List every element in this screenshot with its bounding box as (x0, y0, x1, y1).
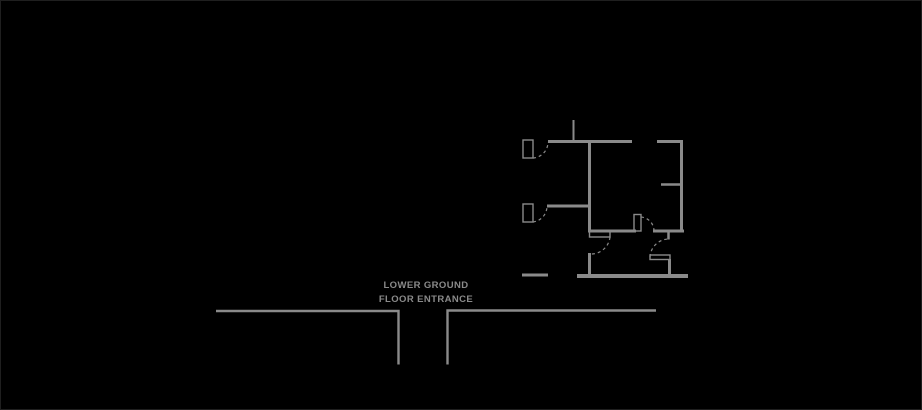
walkway-line-right (446, 309, 656, 365)
door-swing-middle-left (532, 205, 548, 223)
door-leaf-middle-left (522, 203, 534, 223)
entrance-label-line2: FLOOR ENTRANCE (378, 294, 474, 305)
door-swing-lower-left (590, 236, 611, 255)
door-swing-center-bottom (640, 216, 655, 232)
door-leaf-center-bottom (633, 213, 642, 232)
walkway-line-left (216, 309, 400, 365)
door-swing-upper-left (532, 141, 549, 159)
door-leaf-upper-left (522, 139, 534, 159)
door-leaf-lower-right (649, 254, 671, 261)
entrance-label: LOWER GROUND FLOOR ENTRANCE (346, 279, 506, 307)
entrance-label-line1: LOWER GROUND (383, 280, 469, 291)
door-leaf-lower-left (588, 230, 611, 238)
door-swing-lower-right (649, 238, 670, 258)
